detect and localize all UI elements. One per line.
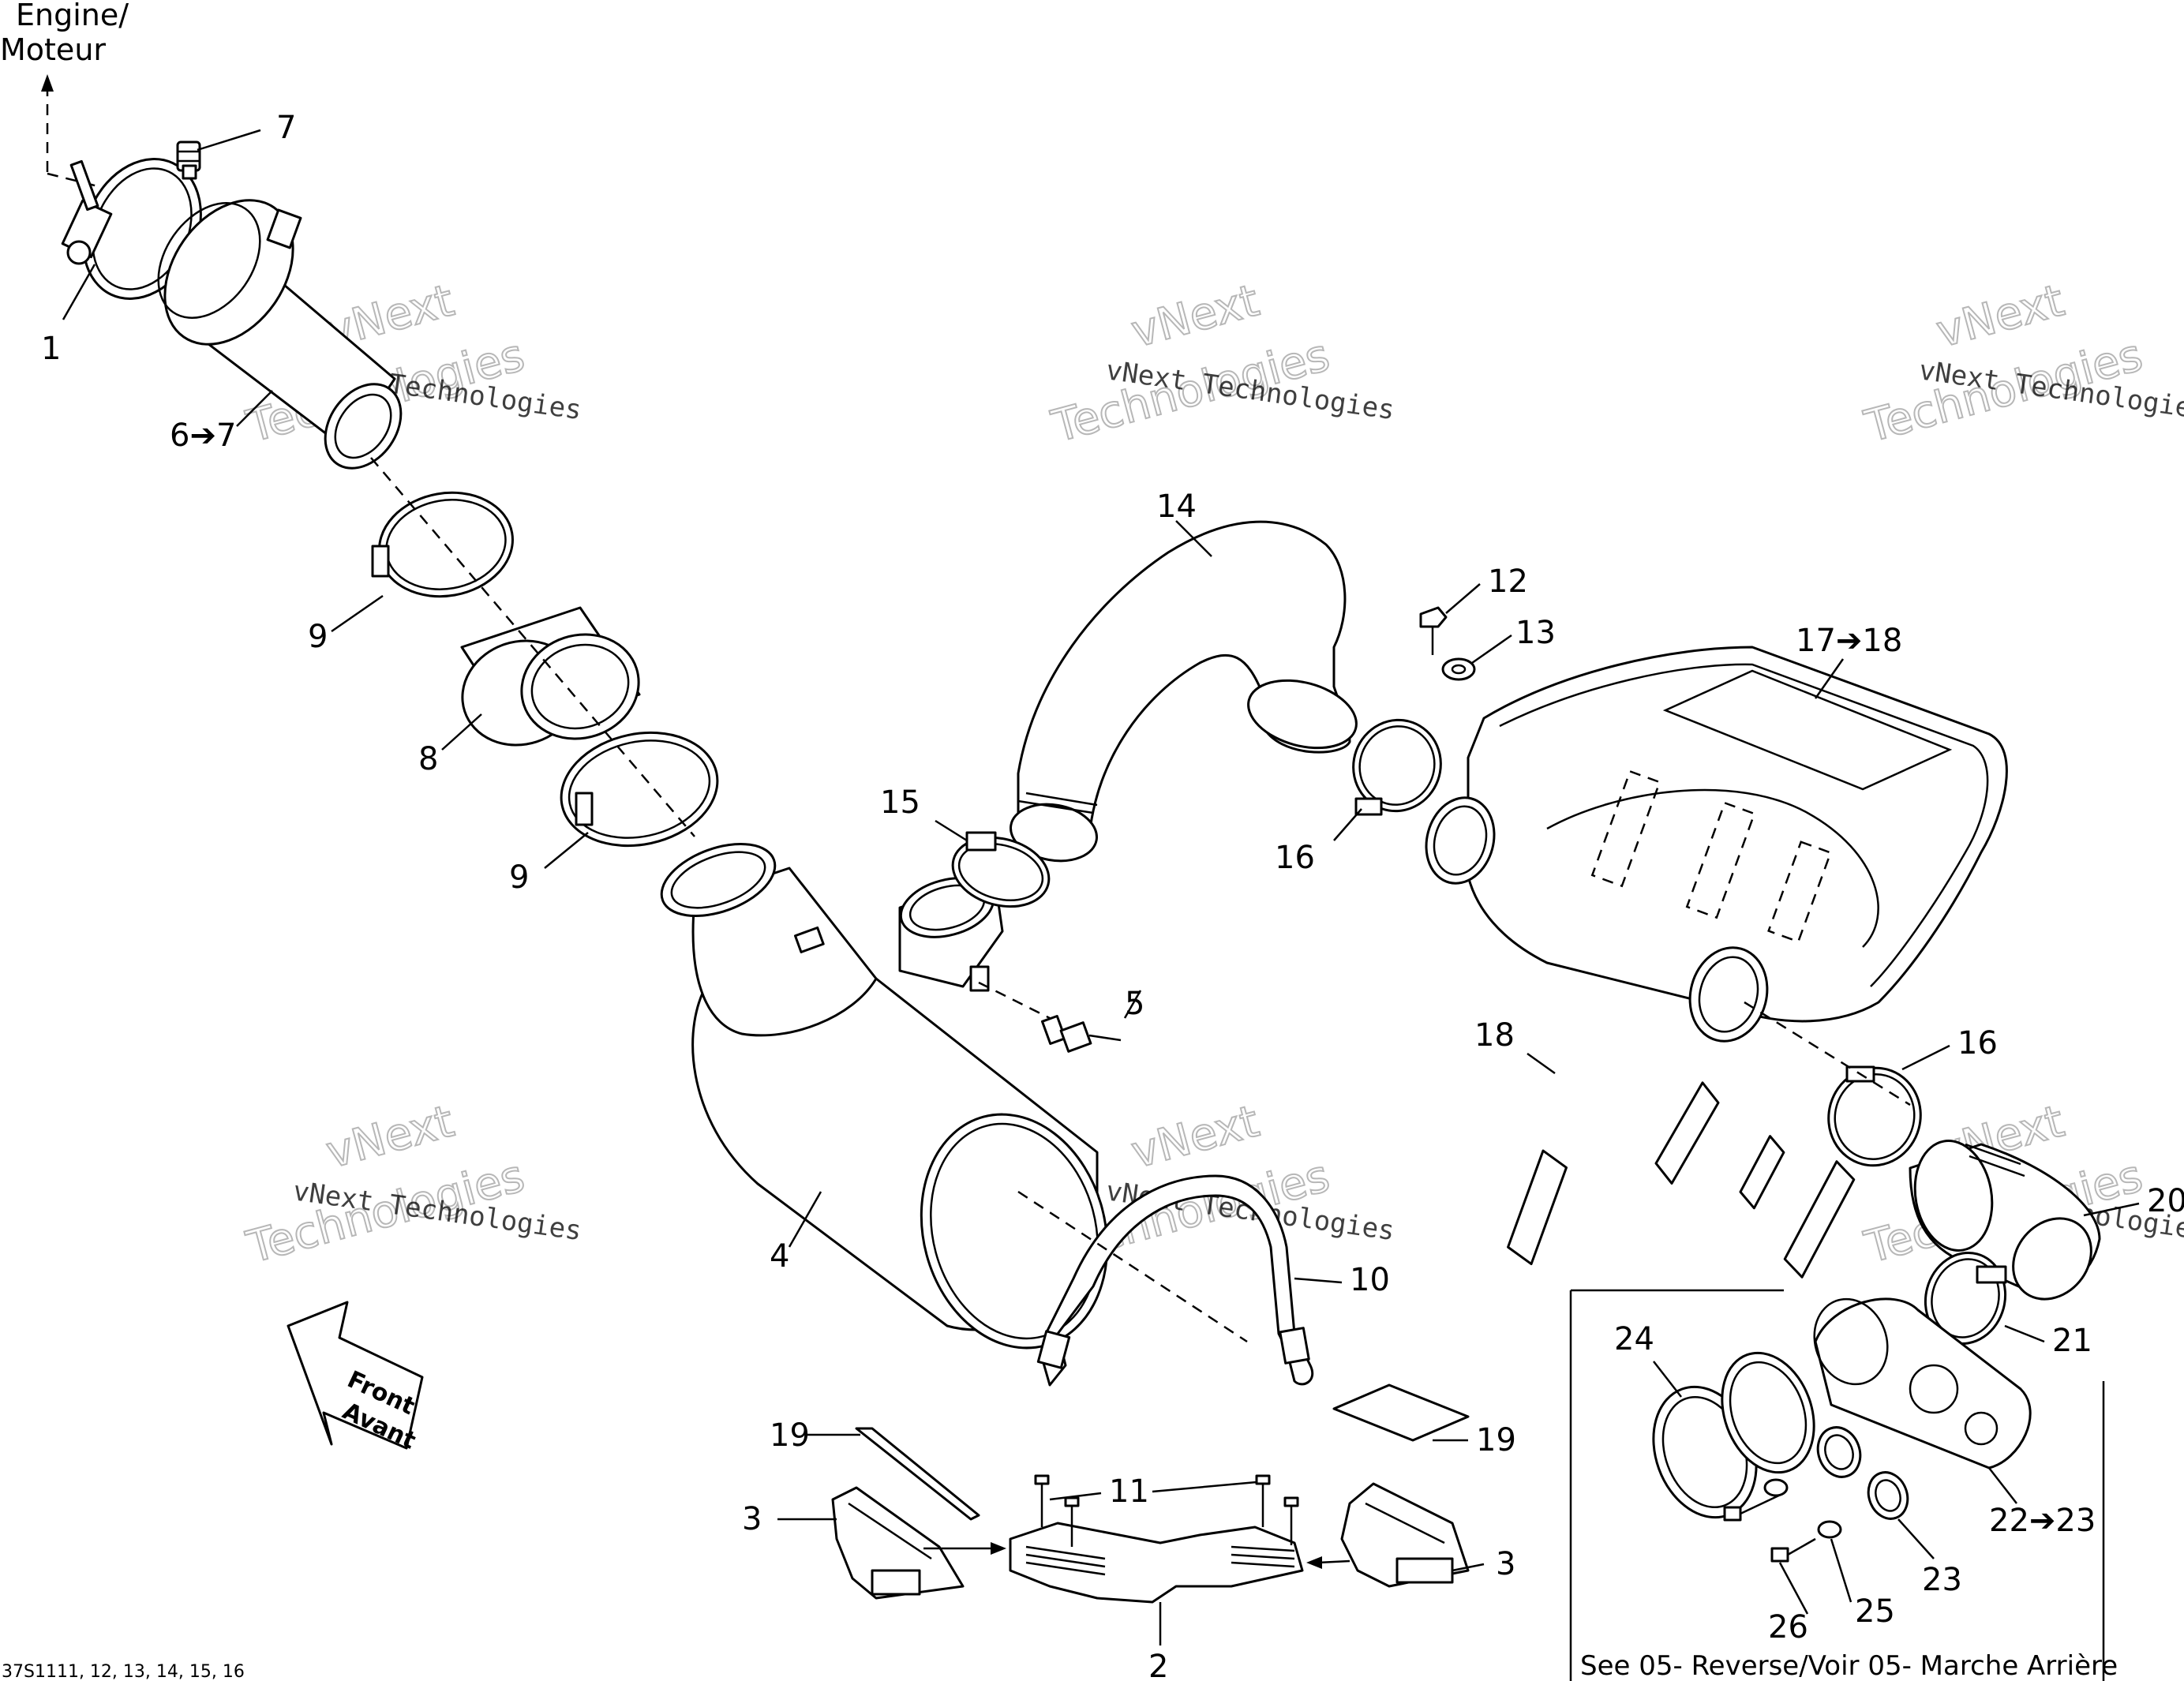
shield-assembly-arrows — [923, 1542, 1350, 1569]
callout-12: 12 — [1488, 563, 1528, 600]
leader-lines — [62, 129, 2140, 1645]
part-5-sensor[interactable] — [978, 981, 1122, 1053]
part-26-screw[interactable] — [1723, 1492, 1816, 1563]
part-3-bracket-right[interactable] — [1340, 1482, 1470, 1588]
svg-text:vNext: vNext — [1126, 275, 1264, 358]
part-3-bracket-left[interactable] — [831, 1486, 965, 1600]
callout-16a: 16 — [1275, 840, 1315, 876]
callout-13: 13 — [1515, 615, 1556, 651]
inset-reference-note: See 05- Reverse/Voir 05- Marche Arrière — [1580, 1650, 2118, 1681]
callout-5: 5 — [1125, 986, 1144, 1022]
callout-17: 17➔18 — [1796, 623, 1902, 659]
watermark-2: vNext Technologies vNext Technologies — [1046, 274, 1396, 453]
callout-10: 10 — [1350, 1262, 1390, 1298]
callout-11: 11 — [1109, 1473, 1149, 1510]
engine-arrow-icon — [41, 74, 54, 92]
part-16-clamp-upper[interactable] — [1340, 708, 1453, 824]
svg-text:Engine/: Engine/ — [16, 0, 129, 32]
front-arrow-icon — [287, 1301, 424, 1450]
part-23-seals[interactable] — [1811, 1421, 1914, 1524]
callout-3b: 3 — [1496, 1546, 1515, 1582]
part-17-silencer-box[interactable] — [1417, 646, 2008, 1050]
watermark-3: vNext Technologies vNext Technologies — [1859, 274, 2184, 453]
part-2-heat-shield[interactable] — [1009, 1522, 1304, 1604]
callout-6: 6➔7 — [170, 417, 236, 454]
callout-18: 18 — [1474, 1017, 1515, 1054]
axis-line-strap — [1017, 1190, 1248, 1343]
part-25-washers[interactable] — [1763, 1478, 1842, 1539]
watermark-4: vNext Technologies vNext Technologies — [241, 1095, 583, 1274]
axis-line-rear — [1744, 1001, 1911, 1106]
callout-25: 25 — [1855, 1593, 1895, 1630]
part-6-flange-pipe[interactable] — [137, 176, 417, 483]
callout-8: 8 — [418, 741, 438, 777]
callout-1: 1 — [41, 331, 61, 367]
callout-7: 7 — [276, 110, 296, 146]
part-13-washer[interactable] — [1441, 657, 1476, 681]
callout-22: 22➔23 — [1989, 1503, 2096, 1539]
callout-23: 23 — [1922, 1562, 1962, 1598]
part-12-bolt[interactable] — [1419, 606, 1448, 655]
engine-label: Engine/ Moteur — [0, 0, 129, 195]
part-14-curved-pipe[interactable] — [1006, 520, 1364, 867]
part-7-fitting[interactable] — [176, 140, 201, 180]
part-21-clamp[interactable] — [1916, 1244, 2016, 1353]
axis-line-upper — [370, 457, 695, 837]
part-11-bolts[interactable] — [1034, 1474, 1299, 1547]
arrow-right-icon — [991, 1542, 1006, 1555]
reverse-housing[interactable] — [1803, 1289, 2032, 1469]
callout-15: 15 — [880, 784, 920, 821]
part-10-strap[interactable] — [1036, 1174, 1313, 1387]
reverse-gasket[interactable] — [1706, 1340, 1830, 1485]
callout-16b: 16 — [1957, 1025, 1998, 1061]
callout-9b: 9 — [509, 859, 529, 896]
svg-text:vNext: vNext — [1931, 275, 2070, 358]
callout-26: 26 — [1768, 1609, 1808, 1645]
callout-21: 21 — [2052, 1323, 2092, 1359]
part-1-clamp[interactable] — [61, 140, 223, 318]
part-4-muffler[interactable] — [652, 830, 1133, 1369]
callout-14: 14 — [1156, 489, 1197, 525]
part-9-clamp-lower[interactable] — [551, 719, 729, 860]
callout-19b: 19 — [1476, 1422, 1516, 1458]
part-16-clamp-lower[interactable] — [1818, 1058, 1931, 1176]
part-8-sleeve[interactable] — [449, 606, 653, 760]
callout-labels: 1 7 6➔7 9 8 9 4 5 14 15 16 12 13 17➔18 1… — [41, 110, 2184, 1681]
callout-9a: 9 — [308, 619, 328, 655]
callout-24: 24 — [1614, 1321, 1654, 1357]
callout-2: 2 — [1148, 1649, 1168, 1681]
part-18-strips[interactable] — [1505, 1081, 1857, 1279]
svg-text:vNext: vNext — [321, 1095, 459, 1178]
svg-text:vNext: vNext — [1126, 1095, 1264, 1178]
reverse-inset-box — [1569, 1289, 2105, 1681]
part-15-clamp[interactable] — [945, 827, 1057, 916]
svg-text:Moteur: Moteur — [0, 32, 106, 67]
callout-3a: 3 — [742, 1501, 762, 1537]
figure-code: 37S1111, 12, 13, 14, 15, 16 — [2, 1662, 245, 1681]
callout-4: 4 — [770, 1238, 789, 1275]
part-19-pad-right[interactable] — [1332, 1383, 1470, 1442]
callout-20: 20 — [2147, 1183, 2184, 1219]
callout-19a: 19 — [770, 1417, 810, 1454]
arrow-left-icon — [1306, 1556, 1322, 1569]
front-direction-arrow: Front Avant — [287, 1301, 424, 1455]
part-19-pad-left[interactable] — [855, 1427, 980, 1521]
